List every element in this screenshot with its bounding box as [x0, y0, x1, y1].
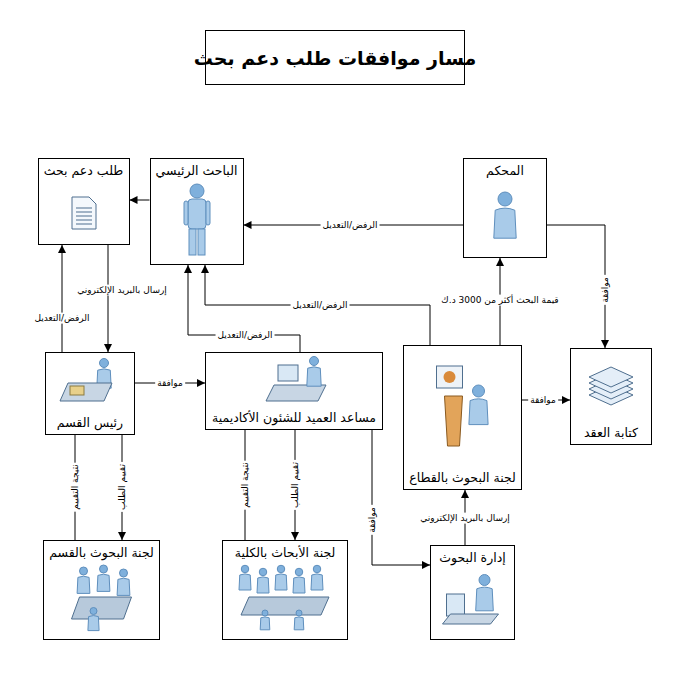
edge-label: نتيجة التقييم [70, 462, 81, 511]
edge-label: الرفض/التعديل [291, 300, 350, 311]
edge-label: إرسال بالبريد الإلكتروني [75, 285, 169, 296]
edge-label: موافقة [155, 378, 185, 389]
process-box: طلب دعم بحث [38, 158, 130, 245]
process-box: لجنة البحوث بالقسم [43, 540, 160, 640]
node-icon [404, 346, 521, 489]
flow-arrow [547, 225, 605, 348]
flow-arrow [130, 200, 150, 201]
box-label: لجنة الأبحاث بالكلية [235, 545, 336, 560]
edge-label: الرفض/التعديل [33, 313, 92, 324]
edge-label: موافقة [528, 395, 558, 406]
edge-label: الرفض/التعديل [321, 220, 380, 231]
flow-arrow [205, 265, 430, 345]
box-label: طلب دعم بحث [44, 163, 123, 178]
edge-label: إرسال بالبريد الإلكتروني [418, 513, 512, 524]
process-box: المحكم [463, 158, 547, 258]
process-box: كتابة العقد [570, 348, 652, 445]
box-label: إدارة البحوث [439, 550, 505, 565]
box-label: رئيس القسم [57, 415, 123, 430]
box-label: المحكم [486, 163, 524, 178]
process-box: رئيس القسم [45, 352, 135, 435]
box-label: لجنة البحوث بالقسم [49, 545, 154, 560]
title-box: مسار موافقات طلب دعم بحث [205, 30, 465, 85]
process-box: مساعد العميد للشئون الأكاديمية [205, 352, 383, 430]
box-label: لجنة البحوث بالقطاع [409, 470, 516, 485]
edge-label: موافقة [367, 505, 378, 535]
process-box: لجنة الأبحاث بالكلية [222, 540, 348, 640]
box-label: الباحث الرئيسي [156, 163, 238, 178]
flow-arrow [62, 245, 63, 352]
edge-label: قيمة البحث أكثر من 3000 د.ك [439, 295, 560, 306]
edge-label: تقييم الطلب [117, 462, 128, 512]
box-label: مساعد العميد للشئون الأكاديمية [212, 410, 376, 425]
diagram-title: مسار موافقات طلب دعم بحث [194, 47, 477, 69]
edge-label: الرفض/التعديل [216, 330, 275, 341]
process-box: لجنة البحوث بالقطاع [403, 345, 522, 490]
process-box: إدارة البحوث [430, 545, 515, 640]
box-label: كتابة العقد [584, 425, 638, 440]
edge-label: تقييم الطلب [290, 460, 301, 510]
flow-arrow [108, 245, 109, 352]
edge-label: نتيجة التقييم [240, 460, 251, 509]
process-box: الباحث الرئيسي [150, 158, 244, 265]
edge-label: موافقة [600, 275, 611, 305]
